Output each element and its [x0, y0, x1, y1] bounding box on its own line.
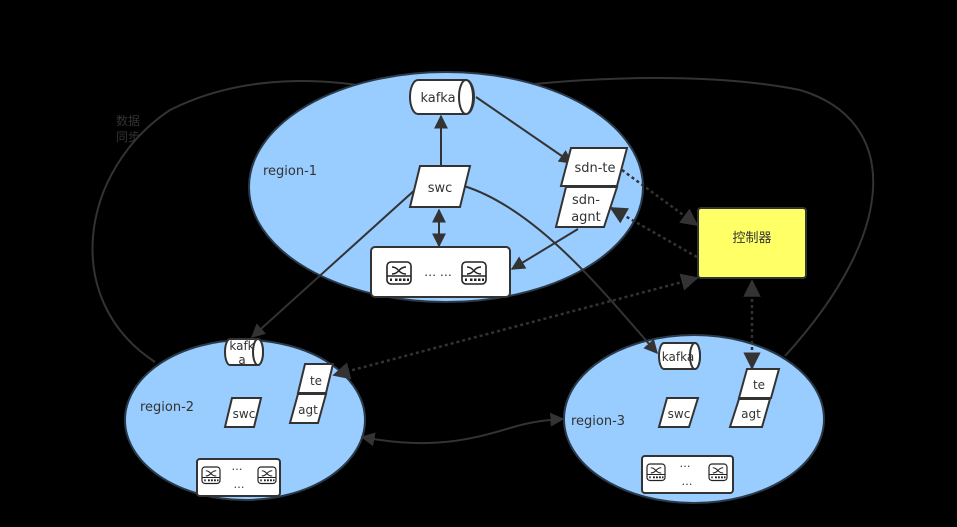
sync-annotation-line1: 数据: [116, 113, 140, 128]
region-2-agt-label: agt: [298, 403, 318, 417]
network-switch-icon: [257, 466, 277, 485]
region-1-swc[interactable]: swc: [408, 165, 472, 208]
region-2-kafka[interactable]: kafk a: [224, 338, 264, 367]
region-3-te[interactable]: te: [737, 368, 781, 399]
network-switch-icon: [386, 261, 412, 285]
network-switch-icon: [201, 466, 221, 485]
network-switch-icon: [708, 463, 728, 482]
region2-region3-edge: [360, 412, 565, 447]
controller-region2-te-edge: [332, 273, 699, 380]
region-2-ellipsis-bottom: …: [234, 478, 245, 491]
swc-to-region2-kafka-edge: [250, 187, 418, 338]
region-3-kafka[interactable]: kafka: [658, 342, 701, 370]
network-switch-icon: [461, 261, 487, 285]
kafka-to-sdn-te-edge: [475, 96, 574, 164]
region-2-label: region-2: [140, 400, 194, 415]
region-2-te-label: te: [310, 374, 322, 388]
region-3-agt[interactable]: agt: [728, 398, 772, 428]
region-1-kafka-label: kafka: [420, 91, 455, 106]
region-2-kafka-label-1: kafk: [229, 339, 254, 353]
sync-loop-edge-right: [472, 76, 875, 357]
region-1-sdn-agnt[interactable]: sdn- agnt: [554, 186, 619, 228]
region-3-agt-label: agt: [741, 407, 761, 421]
region-1-sdn-te-label: sdn-te: [574, 161, 615, 176]
region-1-sdn-te[interactable]: sdn-te: [559, 147, 629, 187]
region-2-switch-group[interactable]: … …: [196, 458, 281, 497]
region-1-label: region-1: [263, 164, 317, 179]
region-2-kafka-label-2: a: [238, 353, 245, 367]
region-1-switch-group[interactable]: … …: [370, 246, 511, 298]
region-3-label: region-3: [571, 414, 625, 429]
region-1-kafka[interactable]: kafka: [409, 79, 475, 115]
controller-to-sdn-agnt-edge: [609, 206, 698, 259]
region-2-swc[interactable]: swc: [223, 397, 263, 428]
sync-annotation-line2: 同步: [116, 130, 140, 144]
region-3-ellipsis-top: …: [680, 457, 691, 470]
sync-loop-edge: [91, 80, 412, 363]
region-3-switch-group[interactable]: … …: [641, 455, 734, 494]
sdn-agnt-to-switches-edge: [510, 228, 579, 270]
region-2-ellipsis-top: …: [232, 460, 243, 473]
region-1-sdn-agnt-label-1: sdn-: [572, 193, 600, 208]
controller-label: 控制器: [732, 231, 771, 246]
region-3-swc[interactable]: swc: [657, 397, 700, 428]
region-3-te-label: te: [753, 378, 765, 392]
region-3-kafka-label: kafka: [662, 350, 694, 364]
network-switch-icon: [646, 463, 666, 482]
region-3-swc-label: swc: [668, 407, 691, 421]
region-2-te[interactable]: te: [296, 363, 335, 394]
controller-node[interactable]: 控制器: [697, 207, 807, 279]
region-1-swc-label: swc: [428, 181, 453, 196]
region-3-ellipsis-bottom: …: [682, 475, 693, 488]
region-2-swc-label: swc: [233, 407, 256, 421]
region-1-switch-ellipsis: … …: [424, 265, 452, 279]
region-1-sdn-agnt-label-2: agnt: [571, 210, 601, 225]
region-2-agt[interactable]: agt: [288, 393, 328, 424]
